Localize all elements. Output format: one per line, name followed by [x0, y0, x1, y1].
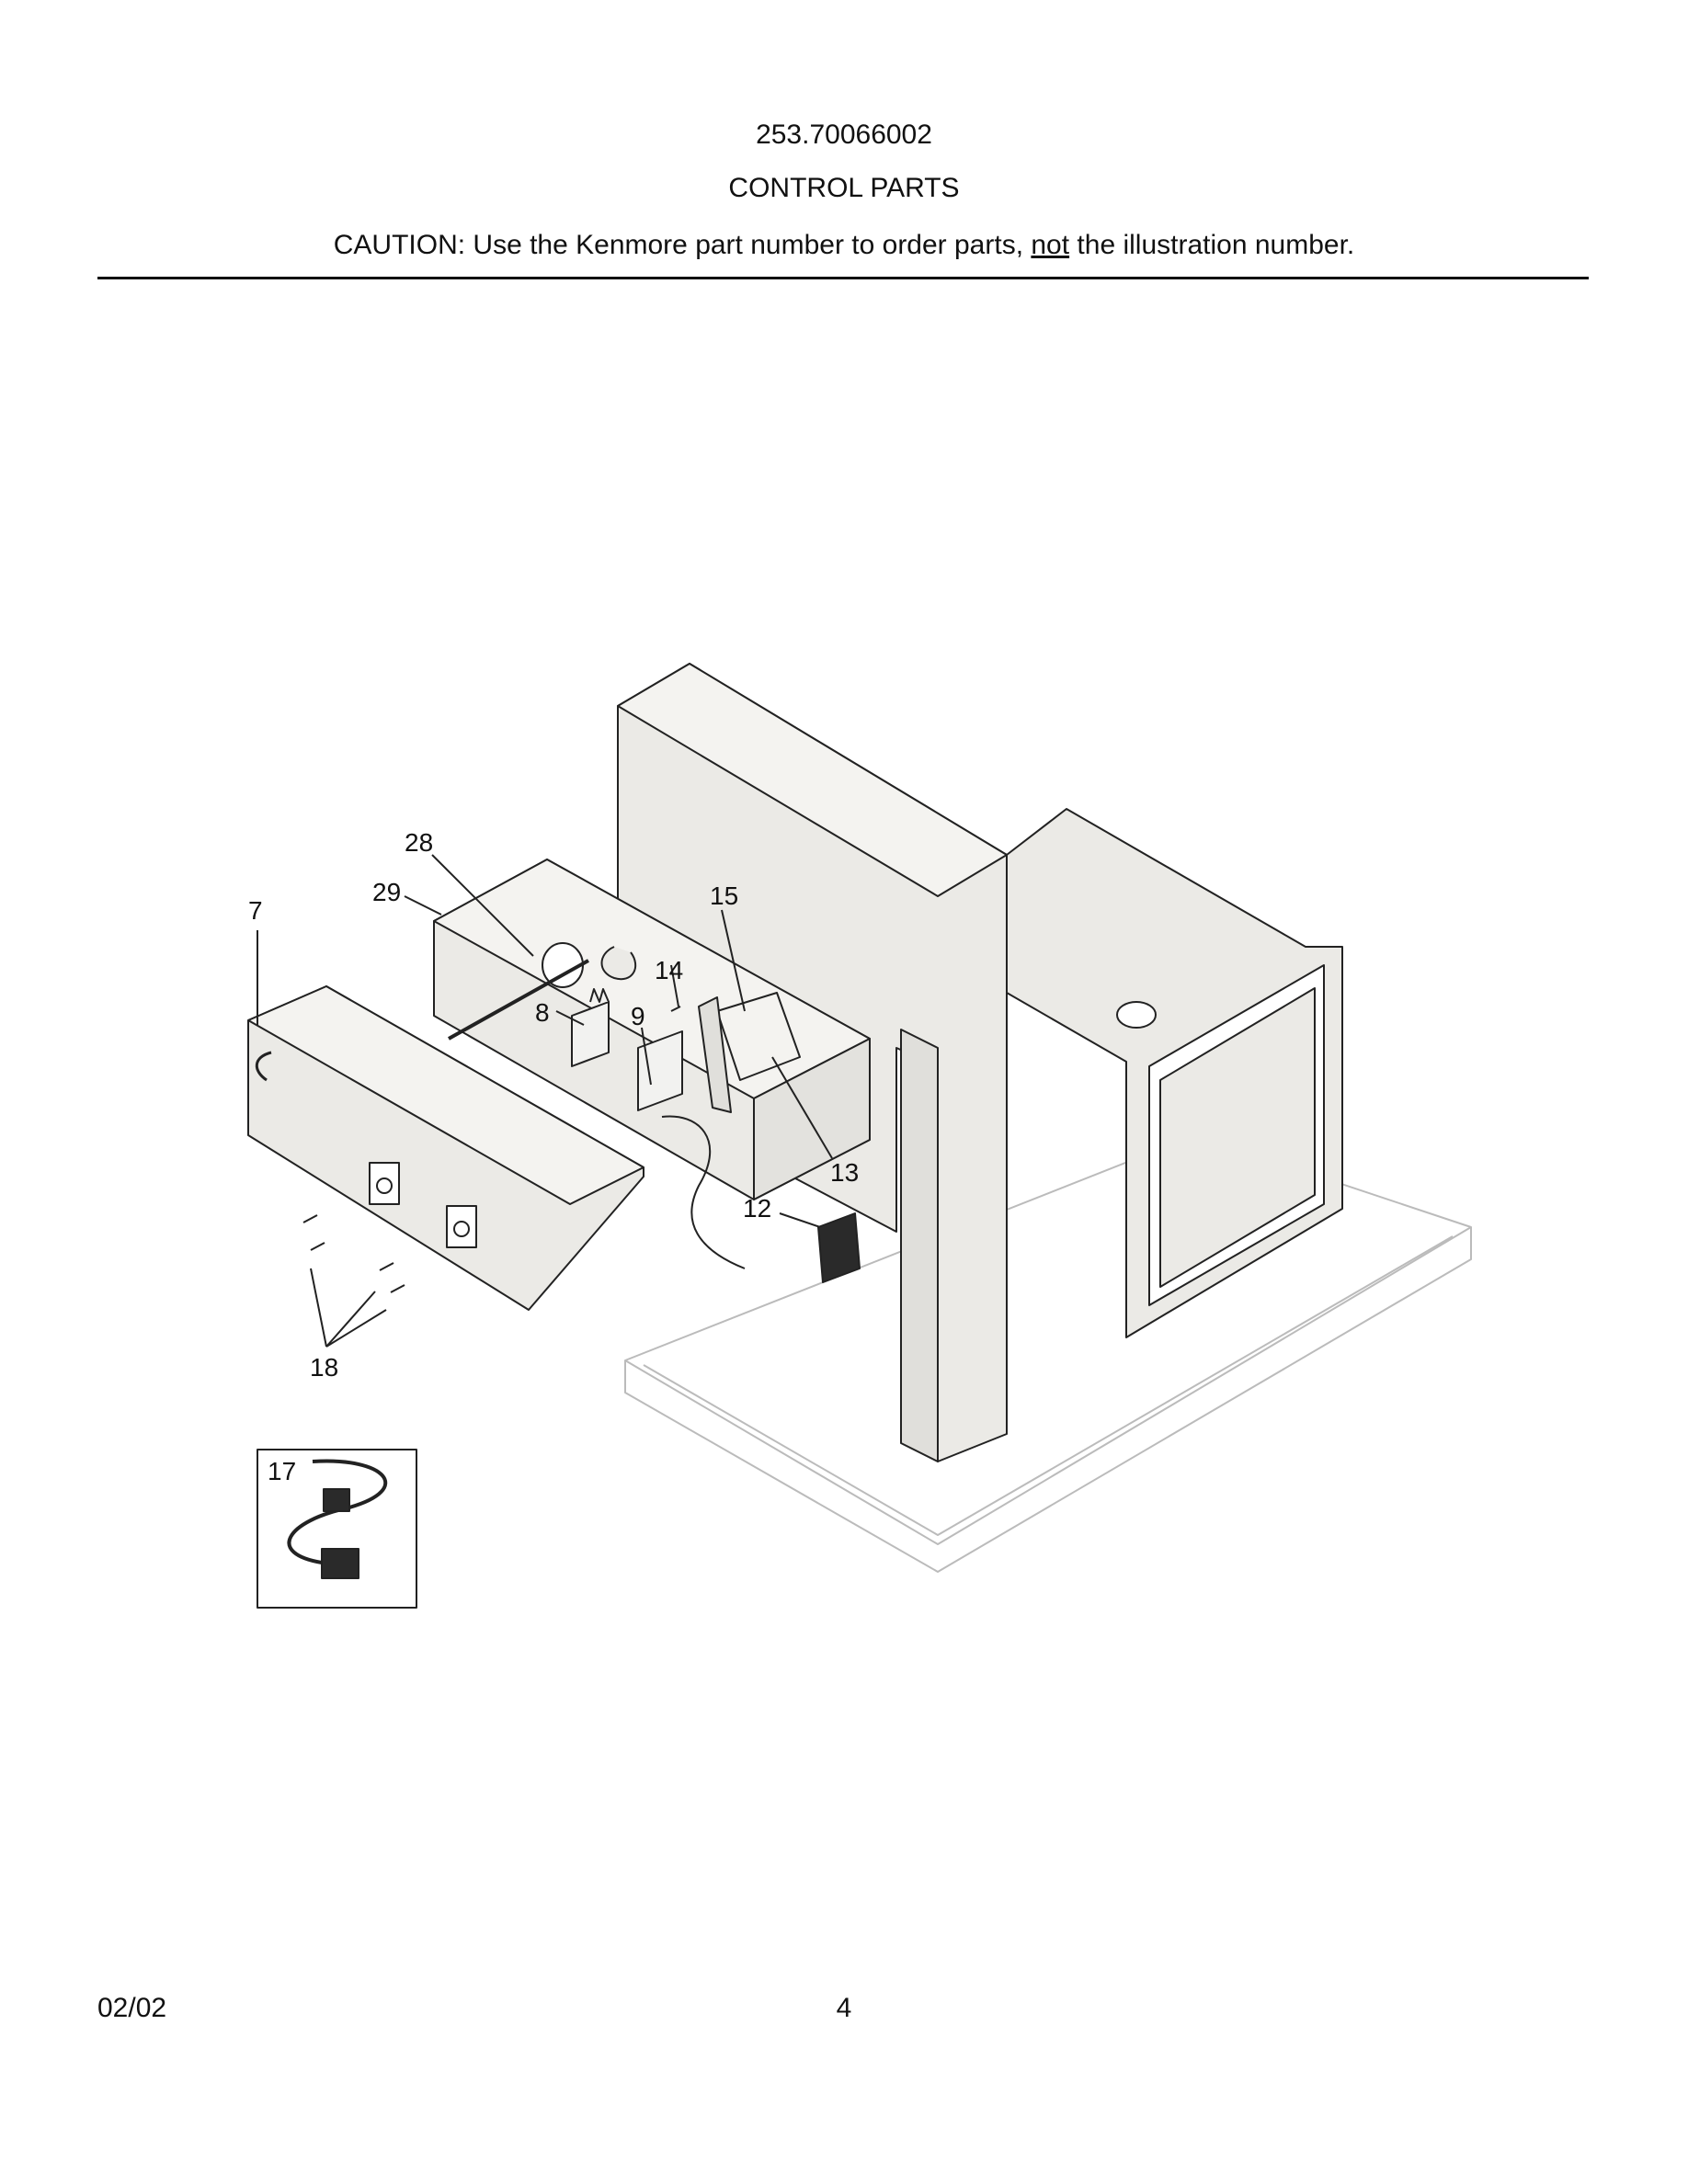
caution-suffix: the illustration number.	[1069, 230, 1355, 260]
section-title: CONTROL PARTS	[728, 173, 960, 203]
callout-13: 13	[830, 1158, 859, 1187]
caution-prefix: CAUTION: Use the Kenmore part number to …	[333, 230, 1032, 260]
page-number: 4	[836, 1993, 852, 2023]
callout-12: 12	[743, 1194, 771, 1223]
callout-numbers: 28 29 7 15 14 8 9 13 12 18 17	[248, 828, 859, 1485]
switch-part	[571, 988, 610, 1067]
callout-15: 15	[710, 882, 738, 910]
callout-29: 29	[372, 878, 401, 906]
thermostat-part	[637, 1030, 683, 1111]
model-number: 253.70066002	[756, 119, 932, 150]
caution-emphasis: not	[1031, 230, 1070, 260]
header-rule	[97, 277, 1589, 279]
callout-7: 7	[248, 896, 263, 925]
leader-lines	[257, 854, 833, 1348]
front-cover	[247, 985, 644, 1311]
right-frame	[1006, 808, 1343, 1338]
callout-14: 14	[655, 956, 683, 984]
wire	[661, 1115, 746, 1269]
screws	[302, 1006, 681, 1293]
motor-part	[698, 992, 801, 1113]
capacitor-bracket	[817, 1212, 861, 1283]
callout-17: 17	[268, 1457, 296, 1485]
shaft	[448, 959, 589, 1041]
callout-28: 28	[405, 828, 433, 857]
callout-9: 9	[631, 1002, 645, 1030]
power-cord-inset	[257, 1449, 417, 1609]
caution-note: CAUTION: Use the Kenmore part number to …	[0, 230, 1688, 261]
revision-date: 02/02	[97, 1993, 167, 2023]
callout-18: 18	[310, 1353, 338, 1382]
callout-8: 8	[535, 998, 550, 1027]
